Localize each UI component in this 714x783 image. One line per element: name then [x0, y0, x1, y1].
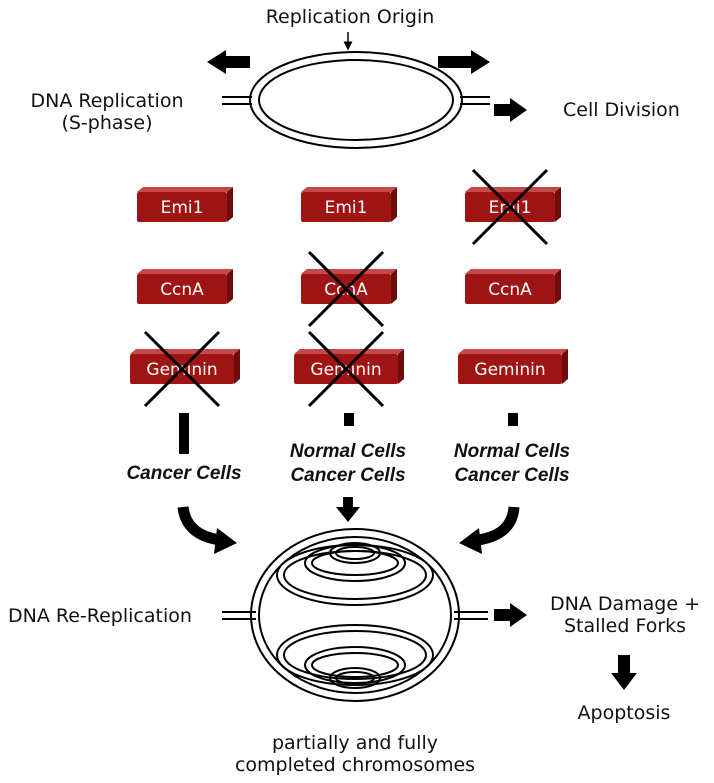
apoptosis-arrow: [611, 655, 637, 690]
replication-bubble: [222, 51, 490, 149]
protein-side-face: [391, 187, 397, 222]
caption: partially and fully completed chromosome…: [230, 732, 480, 776]
protein-top-face: [130, 349, 240, 354]
protein-top-face: [301, 269, 397, 274]
protein-top-face: [458, 349, 568, 354]
protein-boxes: Emi1CcnAGemininEmi1CcnAGemininEmi1CcnAGe…: [130, 168, 568, 408]
protein-top-face: [465, 187, 561, 192]
apoptosis-label: Apoptosis: [577, 702, 671, 724]
column2-outcome-line2: Cancer Cells: [290, 465, 406, 486]
cross-mark: [307, 250, 385, 328]
rereplication-structure: [222, 528, 488, 702]
cross-mark: [143, 330, 221, 408]
protein-side-face: [391, 269, 397, 304]
right-direction-arrow: [438, 50, 490, 74]
column1-curved-arrow: [177, 506, 222, 546]
column1-outcome-line1: Cancer Cells: [126, 463, 242, 484]
protein-top-face: [301, 187, 397, 192]
damage-line2: Stalled Forks: [563, 615, 687, 637]
protein-box: [301, 192, 391, 222]
caption-line2: completed chromosomes: [234, 754, 476, 776]
column1-outcome: Cancer Cells: [94, 462, 274, 486]
cross-mark: [471, 168, 549, 246]
column2-outcome: Normal Cells Cancer Cells: [258, 440, 438, 488]
damage-arrow: [494, 603, 527, 627]
protein-label: Emi1: [161, 198, 204, 218]
protein-box: [137, 274, 227, 304]
damage-label: DNA Damage + Stalled Forks: [530, 593, 714, 637]
protein-label: CcnA: [160, 280, 204, 300]
protein-geminin-col3: Geminin: [458, 349, 568, 384]
protein-side-face: [227, 269, 233, 304]
protein-top-face: [465, 269, 561, 274]
column2-outcome-line1: Normal Cells: [289, 441, 407, 462]
column2-down-arrow: [336, 497, 360, 522]
dna-replication-line2: (S-phase): [61, 112, 153, 134]
protein-box: [137, 192, 227, 222]
protein-side-face: [555, 269, 561, 304]
protein-emi1-col1: Emi1: [137, 187, 233, 222]
column1-bar: [179, 413, 189, 454]
caption-line1: partially and fully: [271, 732, 439, 754]
protein-label: Emi1: [325, 198, 368, 218]
cell-division-arrow: [494, 98, 527, 122]
left-direction-arrow: [207, 50, 250, 74]
cross-mark: [307, 330, 385, 408]
column3-curved-arrow-head: [459, 528, 482, 554]
protein-side-face: [227, 187, 233, 222]
protein-side-face: [555, 187, 561, 222]
protein-top-face: [294, 349, 404, 354]
damage-line1: DNA Damage +: [549, 593, 700, 615]
column2-bar: [344, 413, 354, 426]
protein-label: CcnA: [488, 280, 532, 300]
column1-curved-arrow-head: [214, 528, 237, 554]
column3-outcome-line1: Normal Cells: [453, 441, 571, 462]
cell-division-label: Cell Division: [563, 99, 680, 121]
protein-box: [458, 354, 562, 384]
origin-label: Replication Origin: [265, 6, 435, 28]
protein-emi1-col2: Emi1: [301, 187, 397, 222]
protein-ccna-col1: CcnA: [137, 269, 233, 304]
dna-replication-line1: DNA Replication: [30, 90, 184, 112]
column3-bar: [508, 413, 518, 426]
protein-ccna-col2: CcnA: [301, 250, 397, 328]
rereplication-label: DNA Re-Replication: [8, 605, 192, 627]
column3-outcome: Normal Cells Cancer Cells: [422, 440, 602, 488]
protein-side-face: [398, 349, 404, 384]
protein-side-face: [562, 349, 568, 384]
protein-ccna-col3: CcnA: [465, 269, 561, 304]
protein-top-face: [137, 187, 233, 192]
protein-label: Geminin: [474, 360, 545, 380]
protein-emi1-col3: Emi1: [465, 168, 561, 246]
protein-top-face: [137, 269, 233, 274]
protein-side-face: [234, 349, 240, 384]
column3-outcome-line2: Cancer Cells: [454, 465, 570, 486]
protein-geminin-col1: Geminin: [130, 330, 240, 408]
protein-box: [465, 274, 555, 304]
column3-curved-arrow: [476, 506, 520, 546]
protein-geminin-col2: Geminin: [294, 330, 404, 408]
dna-replication-label: DNA Replication (S-phase): [12, 90, 202, 134]
